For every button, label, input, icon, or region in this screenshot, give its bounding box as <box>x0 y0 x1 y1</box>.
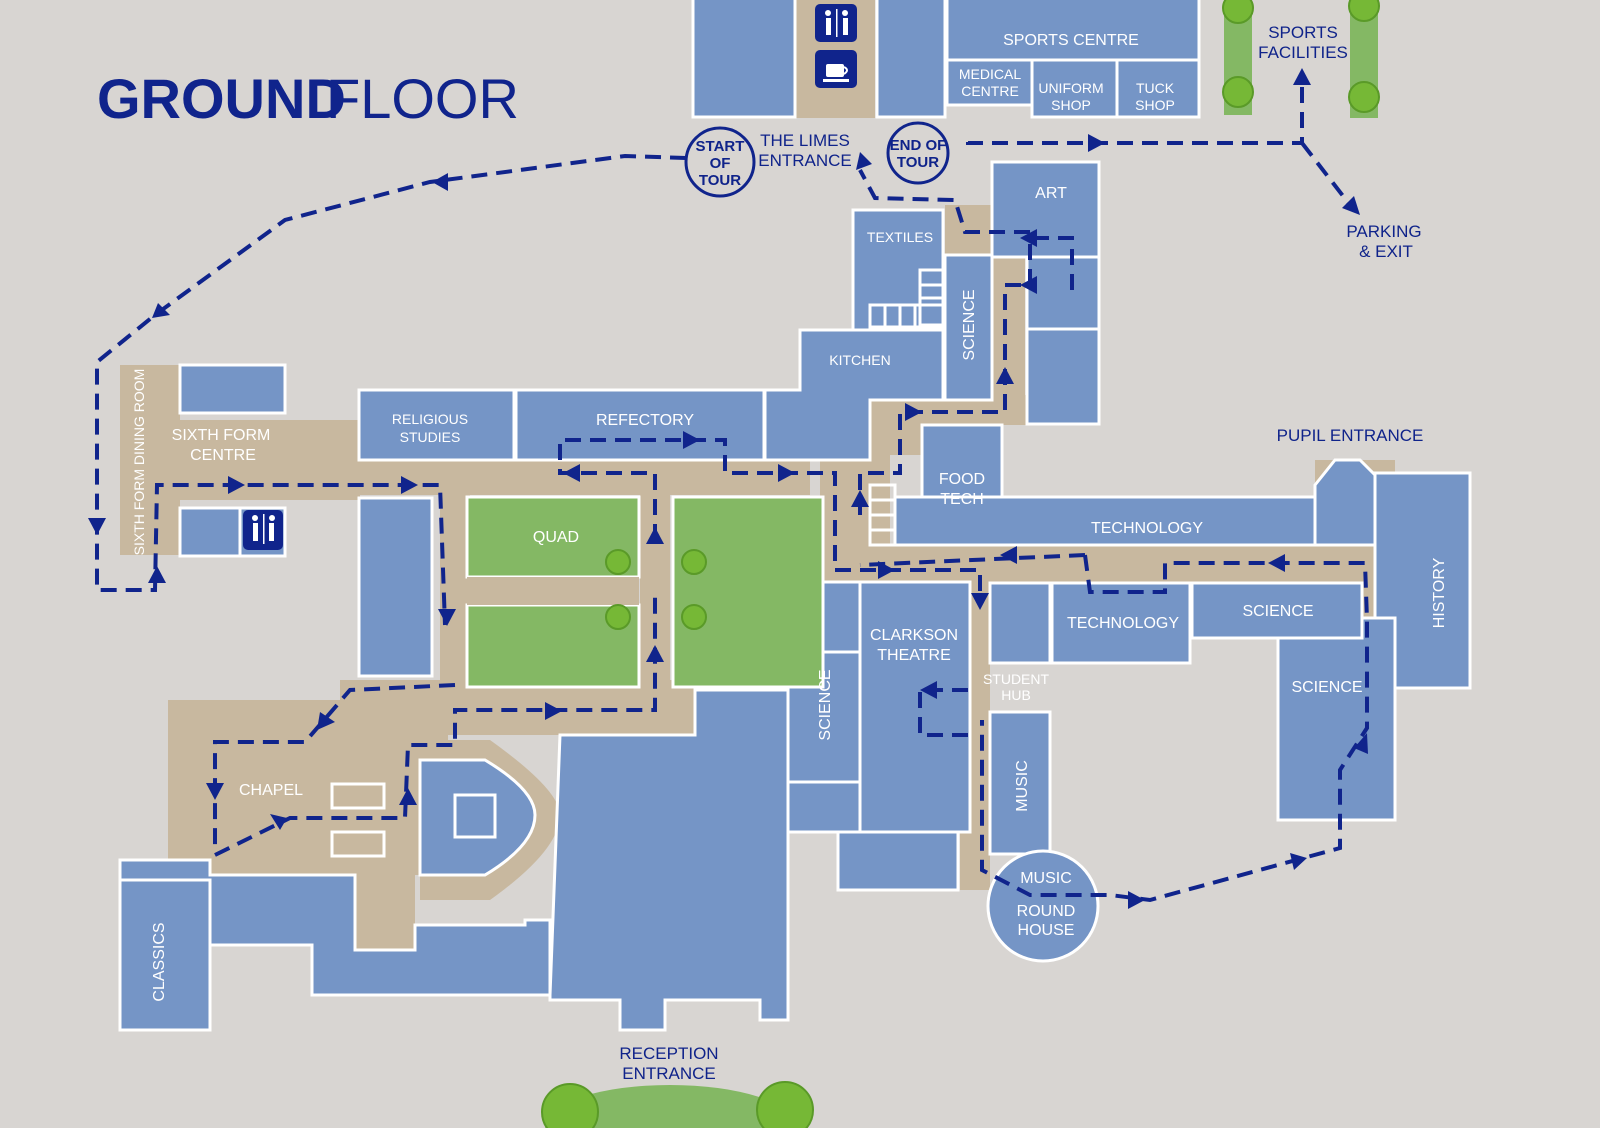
rooms <box>118 0 1472 1032</box>
label-reception-entrance-1: RECEPTION <box>619 1044 718 1063</box>
room-uniform-shop <box>1030 58 1119 119</box>
label-tuck-shop-2: SHOP <box>1135 97 1175 113</box>
quad-grass-e <box>671 495 825 689</box>
label-parking-exit-1: PARKING <box>1346 222 1421 241</box>
label-student-hub-2: HUB <box>1001 687 1031 703</box>
svg-text:START: START <box>696 138 745 155</box>
label-sports-centre: SPORTS CENTRE <box>1003 32 1139 49</box>
label-technology-upper: TECHNOLOGY <box>1091 520 1203 537</box>
label-tuck-shop-1: TUCK <box>1136 80 1175 96</box>
toilets-icon <box>243 510 283 550</box>
label-religious-studies-1: RELIGIOUS <box>392 411 468 427</box>
room-science-north <box>943 253 994 402</box>
label-student-hub-1: STUDENT <box>983 671 1050 687</box>
label-music: MUSIC <box>1014 760 1031 812</box>
stairs <box>868 268 945 547</box>
svg-text:TOUR: TOUR <box>699 172 741 189</box>
room-art <box>990 160 1101 259</box>
room-music <box>988 710 1052 856</box>
label-music-round-house-1: MUSIC <box>1020 870 1072 887</box>
label-limes-entrance-1: THE LIMES <box>760 131 850 150</box>
title-light: FLOOR <box>326 67 519 130</box>
room-technology-lower <box>1050 581 1192 665</box>
label-classics: CLASSICS <box>151 922 168 1001</box>
label-religious-studies-2: STUDIES <box>400 429 461 445</box>
title-bold: GROUND <box>97 67 346 130</box>
reception-trees <box>541 1081 814 1128</box>
start-of-tour-marker: START OF TOUR <box>684 126 756 198</box>
label-textiles: TEXTILES <box>867 229 933 245</box>
svg-text:OF: OF <box>710 155 731 172</box>
label-science-south: SCIENCE <box>1291 679 1362 696</box>
room-classics <box>118 878 212 1032</box>
room-kitchen <box>763 328 945 462</box>
label-music-round-house-3: HOUSE <box>1018 922 1075 939</box>
room-clarkson-theatre <box>858 580 972 834</box>
room-music-round-house <box>986 849 1100 963</box>
label-pupil-entrance: PUPIL ENTRANCE <box>1277 426 1424 445</box>
toilets-icon <box>815 4 857 42</box>
label-medical-centre-1: MEDICAL <box>959 66 1021 82</box>
room-sports-centre <box>945 0 1201 62</box>
label-science-north: SCIENCE <box>961 289 978 360</box>
room-refectory <box>514 388 766 462</box>
label-limes-entrance-2: ENTRANCE <box>758 151 852 170</box>
label-sports-facilities-1: SPORTS <box>1268 23 1338 42</box>
label-clarkson-theatre-2: THEATRE <box>877 647 950 664</box>
svg-text:END OF: END OF <box>890 137 947 154</box>
label-uniform-shop-1: UNIFORM <box>1038 80 1103 96</box>
label-science-east: SCIENCE <box>1242 603 1313 620</box>
label-science-west: SCIENCE <box>817 669 834 740</box>
label-art: ART <box>1035 185 1067 202</box>
label-clarkson-theatre-1: CLARKSON <box>870 627 958 644</box>
label-reception-entrance-2: ENTRANCE <box>622 1064 716 1083</box>
label-kitchen: KITCHEN <box>829 352 890 368</box>
quad-grass <box>465 495 825 689</box>
room-block-north-west <box>691 0 797 119</box>
label-sports-facilities-2: FACILITIES <box>1258 43 1348 62</box>
label-technology-lower: TECHNOLOGY <box>1067 615 1179 632</box>
label-quad: QUAD <box>533 529 579 546</box>
label-parking-exit-2: & EXIT <box>1359 242 1413 261</box>
label-refectory: REFECTORY <box>596 412 694 429</box>
label-sixth-form-dining: SIXTH FORM DINING ROOM <box>131 369 147 556</box>
end-of-tour-marker: END OF TOUR <box>886 121 950 185</box>
label-medical-centre-2: CENTRE <box>961 83 1019 99</box>
label-history: HISTORY <box>1431 557 1448 628</box>
label-food-tech-1: FOOD <box>939 471 985 488</box>
room-science-east <box>1190 581 1364 640</box>
label-music-round-house-2: ROUND <box>1017 903 1076 920</box>
label-food-tech-2: TECH <box>940 491 984 508</box>
room-medical-centre <box>945 58 1034 107</box>
room-religious-studies <box>357 388 516 462</box>
room-science-south <box>1276 616 1397 822</box>
label-uniform-shop-2: SHOP <box>1051 97 1091 113</box>
tour-route <box>88 68 1369 909</box>
label-chapel: CHAPEL <box>239 782 303 799</box>
cafe-icon <box>815 50 857 88</box>
room-tuck-shop <box>1115 58 1201 119</box>
label-sixth-form-centre-1: SIXTH FORM <box>172 427 271 444</box>
label-sixth-form-centre-2: CENTRE <box>190 447 256 464</box>
sports-trees <box>1222 0 1380 118</box>
room-block-north <box>875 0 947 119</box>
svg-text:TOUR: TOUR <box>897 154 939 171</box>
